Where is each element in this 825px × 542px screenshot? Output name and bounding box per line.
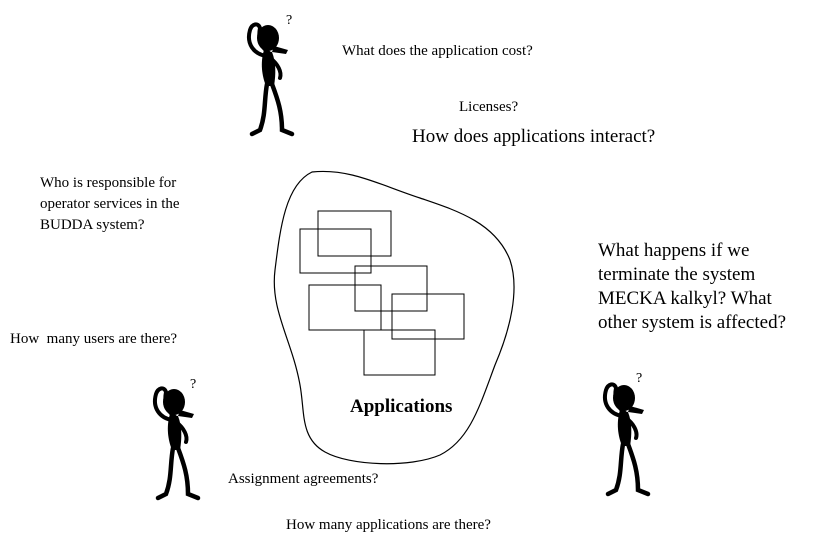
application-box <box>363 329 436 376</box>
application-box <box>391 293 465 340</box>
question-cost: What does the application cost? <box>342 43 533 59</box>
question-users: How many users are there? <box>10 331 178 347</box>
question-terminate: What happens if we terminate the system … <box>598 240 786 333</box>
question-assignment: Assignment agreements? <box>228 471 379 487</box>
svg-text:?: ? <box>190 377 196 392</box>
question-interact: How does applications interact? <box>412 126 656 147</box>
svg-text:?: ? <box>286 13 292 28</box>
applications-label: Applications <box>350 396 453 417</box>
application-box <box>308 284 382 331</box>
applications-cloud <box>273 170 515 465</box>
application-box <box>354 265 428 312</box>
question-responsible: Who is responsible for operator services… <box>40 175 180 233</box>
question-licenses: Licenses? <box>459 99 519 115</box>
thinking-person-icon: ? <box>603 371 651 497</box>
thinking-person-icon: ? <box>153 377 201 501</box>
application-box <box>317 210 392 257</box>
thinking-person-icon: ? <box>247 13 295 137</box>
svg-text:?: ? <box>636 371 642 386</box>
application-box <box>299 228 372 274</box>
question-count: How many applications are there? <box>286 517 491 533</box>
